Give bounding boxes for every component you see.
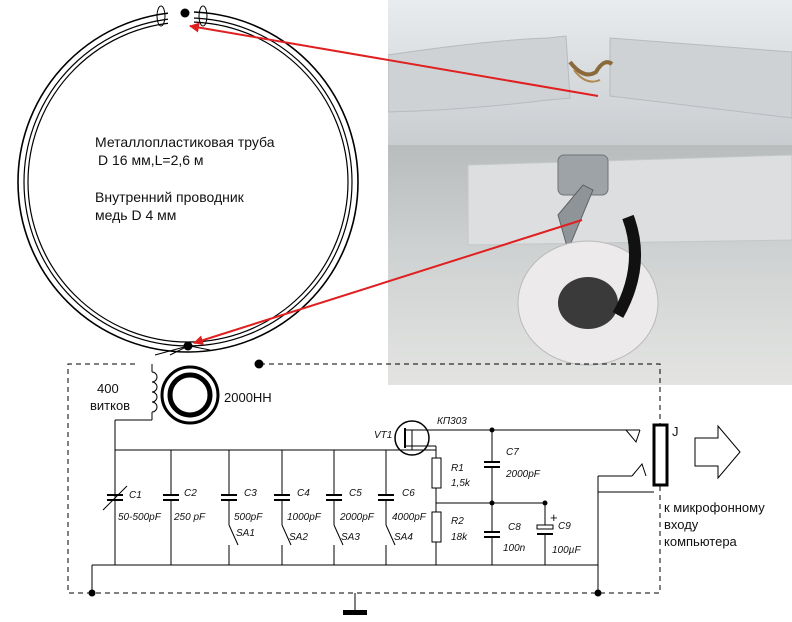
capacitor-c3 — [221, 450, 239, 565]
capacitor-c6 — [378, 450, 396, 565]
sa3-label: SA3 — [341, 532, 360, 543]
jack-desc-line1: к микрофонному — [664, 500, 765, 515]
capacitor-c8 — [484, 503, 500, 565]
c3-ref: C3 — [244, 488, 257, 499]
loop-note-line1: Металлопластиковая труба — [95, 134, 275, 150]
c8-value: 100n — [503, 543, 526, 554]
arrow-to-top-gap — [189, 22, 599, 97]
ferrite-ring-illustration — [467, 154, 792, 366]
c1-ref: C1 — [129, 490, 142, 501]
jack-ref: J — [672, 424, 679, 439]
sa4-label: SA4 — [394, 532, 413, 543]
loop-note-line2: D 16 мм,L=2,6 м — [98, 152, 204, 168]
output-arrow — [694, 424, 741, 480]
arrow-to-bottom-gap — [193, 219, 583, 346]
coil-turns-word: витков — [90, 398, 130, 413]
c4-ref: C4 — [297, 488, 310, 499]
loop-note-line3: Внутренний проводник — [95, 189, 245, 205]
c2-ref: C2 — [184, 488, 197, 499]
coil-turns: 400 — [97, 381, 119, 396]
c6-value: 4000pF — [392, 512, 427, 523]
enclosure-dashed — [67, 363, 661, 594]
c5-ref: C5 — [349, 488, 362, 499]
pipe-gap-illustration — [388, 35, 792, 119]
capacitor-c9 — [536, 500, 554, 565]
vt1-ref: VT1 — [374, 430, 392, 441]
ferrite-ring — [160, 365, 220, 425]
c7-ref: C7 — [506, 447, 519, 458]
c8-ref: C8 — [508, 522, 521, 533]
r2-value: 18k — [451, 532, 468, 543]
sa1-label: SA1 — [236, 528, 255, 539]
sa2-label: SA2 — [289, 532, 308, 543]
r1-value: 1,5k — [451, 478, 471, 489]
capacitor-c2 — [163, 450, 179, 565]
jack-j — [88, 423, 669, 597]
ground-symbol — [343, 610, 367, 615]
capacitor-c5 — [326, 450, 344, 565]
c6-ref: C6 — [402, 488, 415, 499]
r2-ref: R2 — [451, 516, 464, 527]
resistor-r2 — [431, 511, 442, 543]
c7-value: 2000pF — [505, 469, 541, 480]
c1-value: 50-500pF — [118, 512, 162, 523]
r1-ref: R1 — [451, 463, 464, 474]
loop-note-line4: медь D 4 мм — [95, 207, 176, 223]
capacitor-c1 — [102, 450, 128, 565]
ferrite-label: 2000НН — [224, 390, 272, 405]
c2-value: 250 pF — [173, 512, 206, 523]
capacitor-c7 — [484, 427, 500, 506]
c4-value: 1000pF — [287, 512, 322, 523]
c9-ref: C9 — [558, 521, 571, 532]
jack-desc-line2: входу — [664, 517, 699, 532]
jack-desc-line3: компьютера — [664, 534, 738, 549]
capacitor-c4 — [274, 450, 292, 565]
gap-dot-top — [180, 8, 190, 18]
resistor-r1 — [431, 457, 442, 489]
c5-value: 2000pF — [339, 512, 375, 523]
transistor-vt1 — [394, 420, 436, 456]
photo-ferrite-ring — [388, 145, 792, 385]
c9-polarity: + — [550, 510, 558, 525]
loop-antenna — [17, 5, 359, 356]
c3-value: 500pF — [234, 512, 263, 523]
coil-400-turns — [114, 364, 158, 450]
c9-value: 100µF — [552, 545, 581, 556]
vt1-type: КП303 — [437, 416, 467, 427]
